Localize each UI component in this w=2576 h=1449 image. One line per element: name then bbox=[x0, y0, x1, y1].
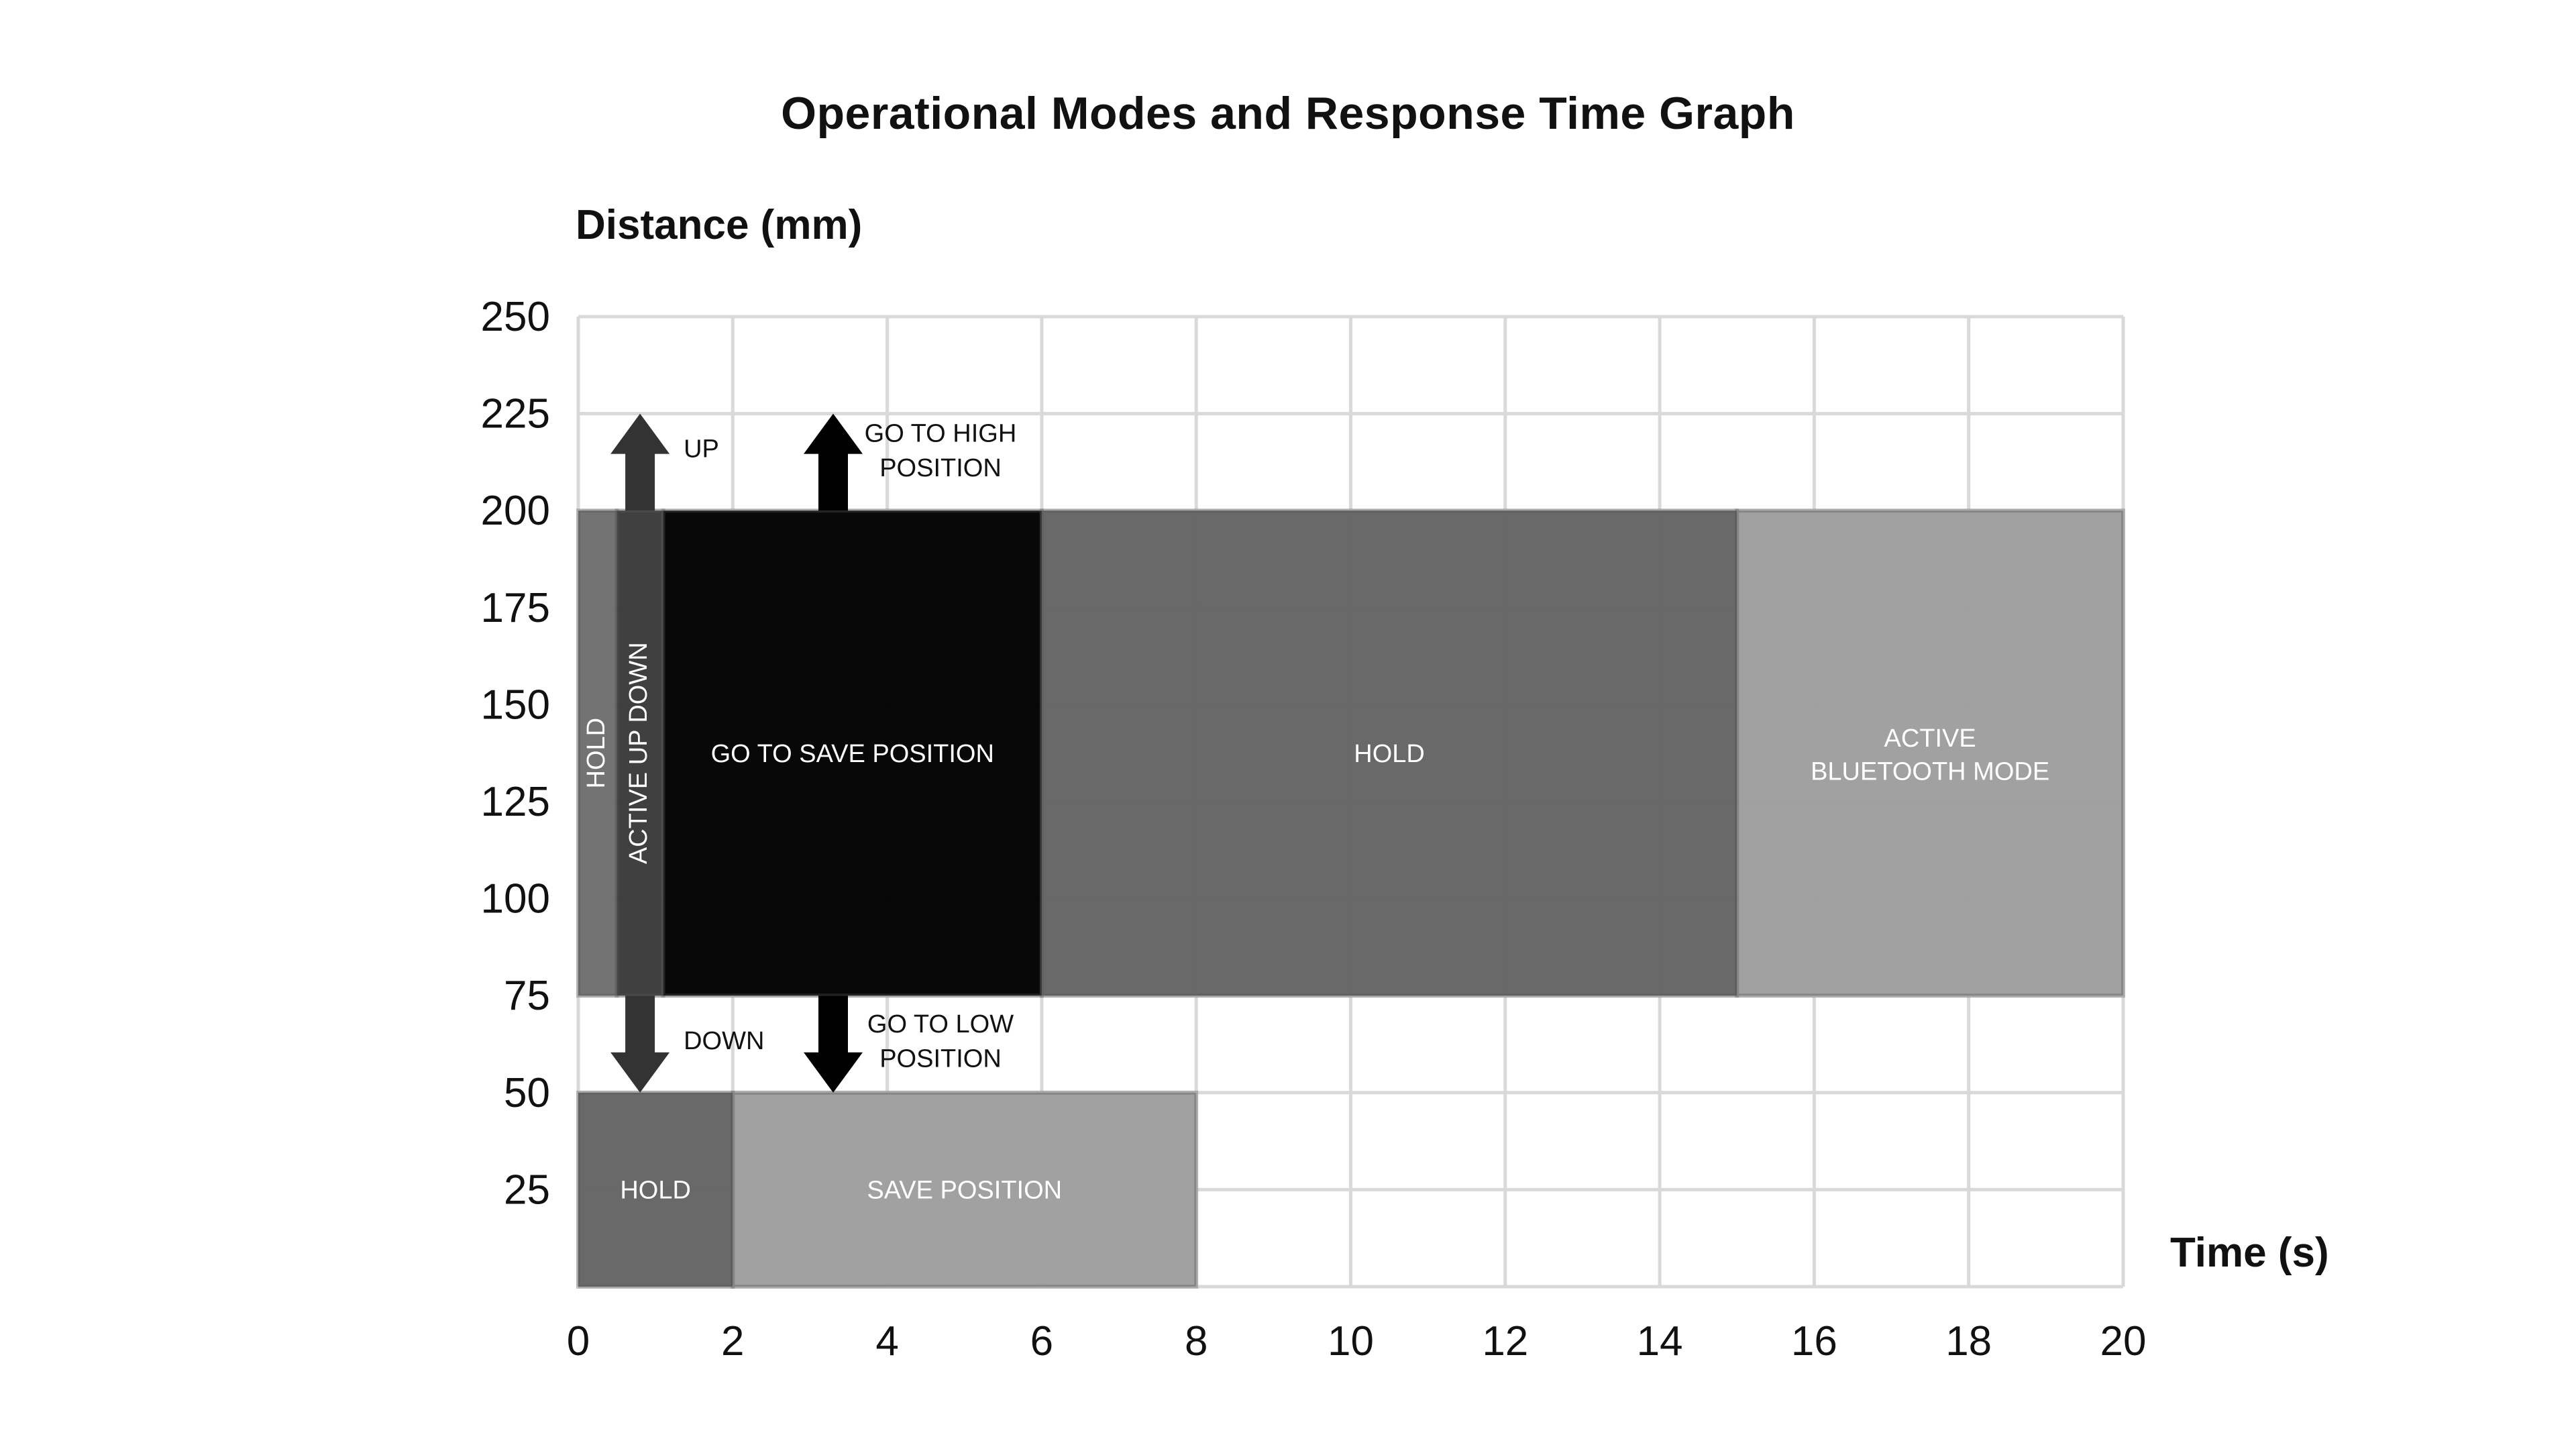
arrow-shaft bbox=[818, 452, 848, 511]
region-label: HOLD bbox=[620, 1177, 691, 1205]
arrow-up-icon bbox=[803, 413, 863, 511]
mode-region bbox=[1735, 508, 2125, 998]
arrow-head bbox=[803, 1052, 863, 1093]
arrow-label: DOWN bbox=[684, 1027, 764, 1055]
y-tick-label: 75 bbox=[504, 973, 550, 1019]
mode-region bbox=[1039, 508, 1739, 998]
y-tick-label: 100 bbox=[481, 876, 550, 922]
region-label-line: ACTIVE bbox=[1884, 724, 1976, 753]
arrow-shaft bbox=[625, 996, 655, 1054]
arrow-label-line: GO TO LOW bbox=[867, 1010, 1014, 1038]
y-tick-label: 125 bbox=[481, 779, 550, 825]
chart-title: Operational Modes and Response Time Grap… bbox=[781, 88, 1795, 139]
x-tick-label: 20 bbox=[2100, 1318, 2147, 1364]
x-tick-label: 18 bbox=[1945, 1318, 1992, 1364]
arrow-head bbox=[803, 413, 863, 454]
region-label: ACTIVE BLUETOOTH MODE bbox=[1811, 724, 2049, 786]
x-tick-label: 16 bbox=[1791, 1318, 1837, 1364]
y-axis-label: Distance (mm) bbox=[576, 202, 863, 248]
arrow-up-icon bbox=[610, 413, 670, 511]
arrow-label: UP bbox=[684, 435, 719, 464]
mode-region bbox=[731, 1090, 1199, 1289]
mode-region bbox=[576, 1090, 735, 1289]
region-label-line: HOLD bbox=[620, 1177, 691, 1205]
region-label: HOLD bbox=[1354, 740, 1425, 768]
y-tick-label: 175 bbox=[481, 585, 550, 631]
x-tick-label: 2 bbox=[721, 1318, 744, 1364]
x-tick-label: 4 bbox=[875, 1318, 898, 1364]
region-label: GO TO SAVE POSITION bbox=[711, 740, 994, 768]
mode-region bbox=[661, 508, 1044, 998]
region-label: ACTIVE UP DOWN bbox=[625, 642, 653, 864]
region-label-line: SAVE POSITION bbox=[867, 1177, 1062, 1205]
arrow-label-line: POSITION bbox=[879, 1045, 1002, 1073]
x-tick-label: 14 bbox=[1637, 1318, 1683, 1364]
y-tick-label: 25 bbox=[504, 1167, 550, 1213]
mode-region bbox=[576, 508, 619, 998]
arrow-label-line: UP bbox=[684, 435, 719, 464]
arrow-shaft bbox=[625, 452, 655, 511]
arrow-label-line: GO TO HIGH bbox=[865, 420, 1017, 448]
region-label: SAVE POSITION bbox=[867, 1177, 1062, 1205]
arrow-down-icon bbox=[803, 996, 863, 1093]
y-tick-label: 150 bbox=[481, 682, 550, 728]
arrow-head bbox=[610, 413, 670, 454]
x-tick-label: 10 bbox=[1328, 1318, 1374, 1364]
y-tick-label: 225 bbox=[481, 391, 550, 437]
arrow-head bbox=[610, 1052, 670, 1093]
arrow-down-icon bbox=[610, 996, 670, 1093]
region-label-line: BLUETOOTH MODE bbox=[1811, 758, 2049, 786]
y-tick-label: 250 bbox=[481, 294, 550, 340]
arrow-label-line: POSITION bbox=[879, 454, 1002, 482]
arrow-label: GO TO LOW POSITION bbox=[867, 1010, 1014, 1073]
arrow-label-line: DOWN bbox=[684, 1027, 764, 1055]
arrow-shaft bbox=[818, 996, 848, 1054]
x-tick-label: 6 bbox=[1030, 1318, 1053, 1364]
x-tick-label: 0 bbox=[567, 1318, 590, 1364]
arrow-label: GO TO HIGH POSITION bbox=[865, 420, 1017, 482]
region-label-line: GO TO SAVE POSITION bbox=[711, 740, 994, 768]
y-tick-label: 200 bbox=[481, 488, 550, 534]
x-tick-label: 8 bbox=[1185, 1318, 1208, 1364]
region-label-line: HOLD bbox=[1354, 740, 1425, 768]
y-tick-label: 50 bbox=[504, 1070, 550, 1116]
region-label: HOLD bbox=[582, 718, 610, 789]
x-axis-label: Time (s) bbox=[2170, 1230, 2329, 1276]
x-tick-label: 12 bbox=[1482, 1318, 1528, 1364]
